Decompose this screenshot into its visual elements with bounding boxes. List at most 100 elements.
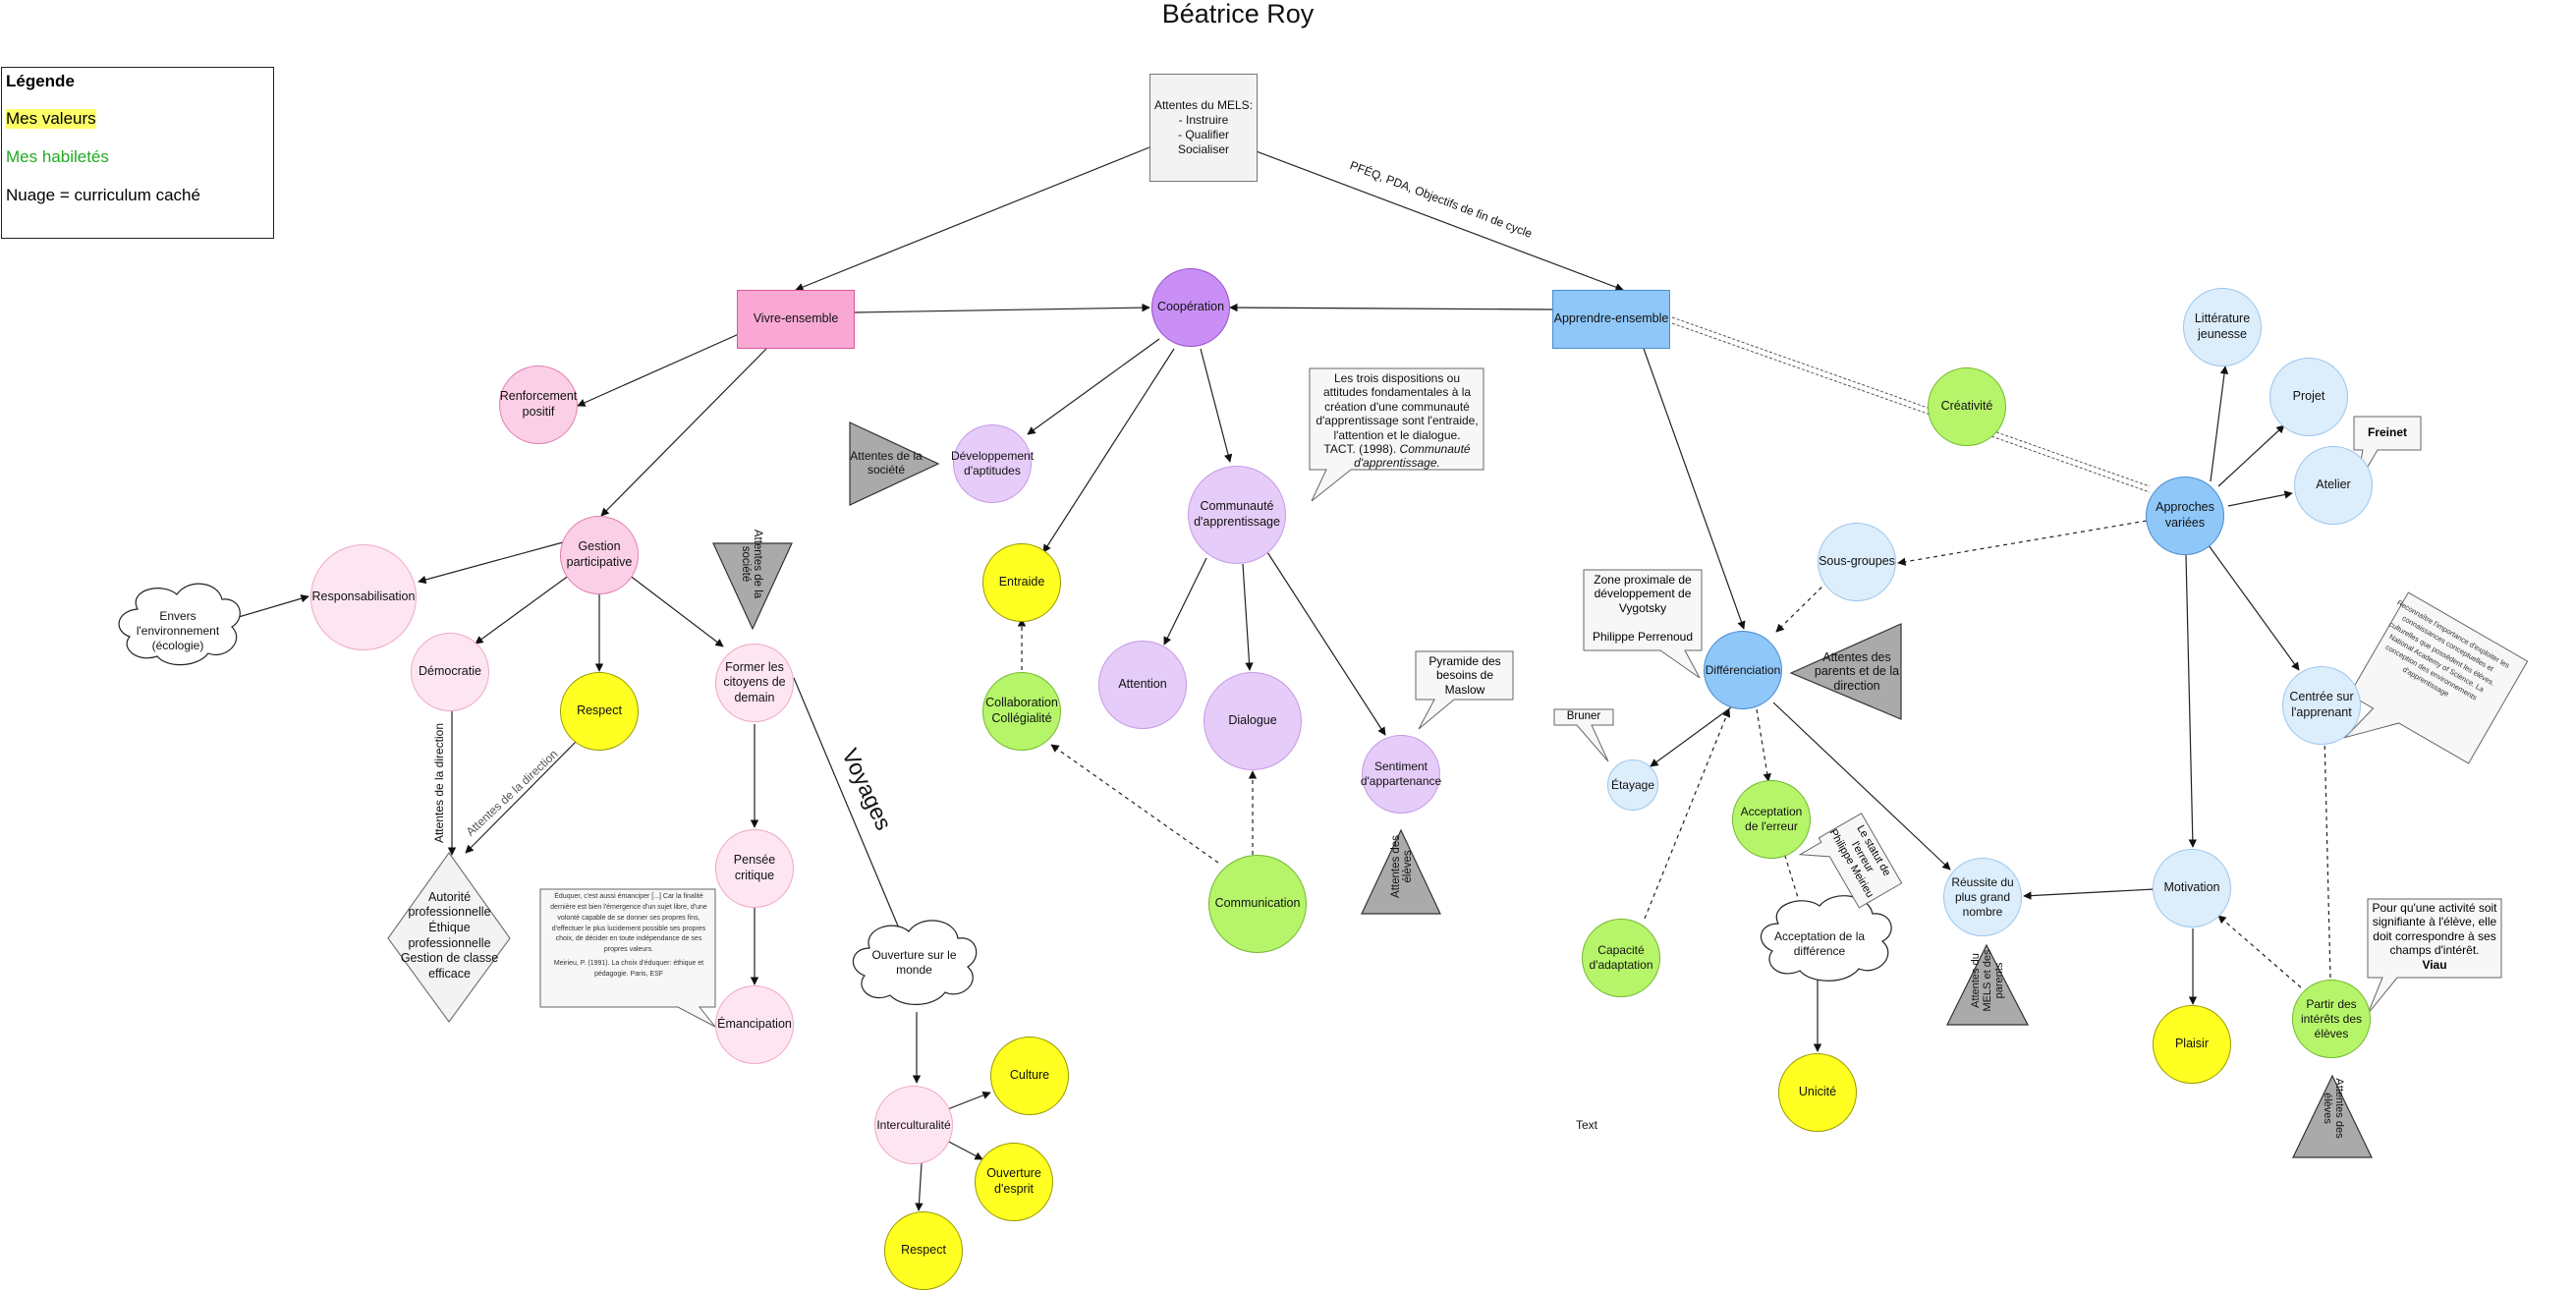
centree-node[interactable]: Centrée sur l'apprenant <box>2282 666 2361 745</box>
pensee-node[interactable]: Pensée critique <box>715 829 794 908</box>
triangle-attentes-eleves-1 <box>1361 828 1441 915</box>
callout-freinet: Freinet <box>2367 425 2407 439</box>
legend-cloud: Nuage = curriculum caché <box>6 186 200 204</box>
edge-mels-apprendre <box>1245 146 1624 292</box>
emancipation-node[interactable]: Émancipation <box>715 985 794 1064</box>
approches-node[interactable]: Approches variées <box>2146 477 2224 555</box>
edge-cooperation-communaute <box>1200 348 1233 463</box>
edge-gestion-responsabilisation <box>418 541 564 585</box>
responsabilisation-node[interactable]: Responsabilisation <box>310 544 417 650</box>
capacite-node[interactable]: Capacité d'adaptation <box>1582 919 1660 997</box>
atelier-node[interactable]: Atelier <box>2294 446 2373 525</box>
page-title: Béatrice Roy <box>1161 0 1315 29</box>
callout-maslow-shape <box>1415 650 1514 730</box>
projet-node[interactable]: Projet <box>2269 358 2348 436</box>
edge-capacite-differenciation <box>1644 708 1731 920</box>
edge-cooperation-dev <box>1027 338 1160 435</box>
reussite-node[interactable]: Réussite du plus grand nombre <box>1943 858 2022 936</box>
sous-groupes-node[interactable]: Sous-groupes <box>1818 523 1896 601</box>
acceptation-difference-node[interactable]: Acceptation de la différence <box>1773 929 1866 958</box>
edge-differenciation-etayage <box>1650 706 1732 767</box>
edge-vivre-renforcement <box>577 333 740 407</box>
autorite-node[interactable]: Autorité professionnelle Éthique profess… <box>400 889 499 981</box>
triangle-attentes-societe-1 <box>849 421 940 506</box>
callout-dispositions-italic: Communauté d'apprentissage. <box>1354 441 1471 471</box>
callout-vygotsky: Zone proximale de développement de Vygot… <box>1592 573 1694 644</box>
callout-dispositions: Les trois dispositions ou attitudes fond… <box>1313 371 1482 471</box>
edge-communaute-dialogue <box>1242 563 1254 671</box>
differenciation-node[interactable]: Différenciation <box>1704 631 1782 709</box>
label-attentes-societe-1: Attentes de la société <box>850 449 923 477</box>
legend-skills: Mes habiletés <box>6 147 109 166</box>
citoyens-node[interactable]: Former les citoyens de demain <box>715 644 794 722</box>
edge-apprendre-approches-b <box>1671 322 2151 493</box>
apprendre-ensemble-box[interactable]: Apprendre-ensemble <box>1552 290 1670 349</box>
dialogue-node[interactable]: Dialogue <box>1204 672 1302 770</box>
edge-gestion-citoyens <box>628 574 724 647</box>
partir-node[interactable]: Partir des intérêts des élèves <box>2292 980 2371 1058</box>
mels-box[interactable]: Attentes du MELS: - Instruire - Qualifie… <box>1149 74 1258 182</box>
litterature-node[interactable]: Littérature jeunesse <box>2183 288 2262 366</box>
unicite-node[interactable]: Unicité <box>1778 1053 1857 1132</box>
gestion-node[interactable]: Gestion participative <box>560 516 639 594</box>
ouverture-monde-node[interactable]: Ouverture sur le monde <box>871 948 957 977</box>
etayage-node[interactable]: Étayage <box>1607 759 1658 811</box>
vivre-ensemble-box[interactable]: Vivre-ensemble <box>737 290 855 349</box>
edge-approches-motivation <box>2185 554 2198 848</box>
motivation-node[interactable]: Motivation <box>2153 849 2231 927</box>
label-attentes-mels-parents: Attentes du MELS et des parents <box>1970 949 2005 1012</box>
callout-meirieu-quote: Éduquer, c'est aussi émanciper [...] Car… <box>550 893 707 954</box>
edge-interculturalite-respect <box>915 1162 924 1211</box>
entraide-node[interactable]: Entraide <box>982 543 1061 622</box>
triangle-attentes-societe-2 <box>712 542 793 631</box>
environnement-node[interactable]: Envers l'environnement (écologie) <box>136 608 220 652</box>
attention-node[interactable]: Attention <box>1098 641 1187 729</box>
edge-communaute-sentiment <box>1266 551 1386 736</box>
edge-approches-projet <box>2217 424 2285 487</box>
callout-meirieu-shape <box>539 888 716 1028</box>
label-attentes-eleves-2: Attentes des élèves <box>2322 1078 2345 1139</box>
ouverture-esprit-node[interactable]: Ouverture d'esprit <box>975 1143 1053 1221</box>
edge-cooperation-entraide <box>1042 348 1175 553</box>
autorite-diamond-shape <box>387 851 511 1024</box>
legend-title: Légende <box>6 72 75 90</box>
acceptation-erreur-node[interactable]: Acceptation de l'erreur <box>1732 780 1811 859</box>
edge-differenciation-acceptation <box>1756 708 1771 782</box>
edge-interculturalite-culture <box>944 1091 991 1111</box>
callout-bruner-shape <box>1553 708 1614 762</box>
callout-viau-author: Viau <box>2422 957 2447 972</box>
triangle-attentes-parents <box>1789 623 1902 720</box>
edge-communaute-attention <box>1163 557 1207 646</box>
legend-values: Mes valeurs <box>6 109 96 129</box>
cloud-environnement <box>118 583 241 666</box>
culture-node[interactable]: Culture <box>990 1037 1069 1115</box>
communaute-node[interactable]: Communauté d'apprentissage <box>1188 466 1286 564</box>
text-label: Text <box>1575 1117 1597 1132</box>
cooperation-node[interactable]: Coopération <box>1151 268 1230 347</box>
democratie-node[interactable]: Démocratie <box>411 633 489 711</box>
triangle-attentes-mels-parents <box>1946 943 2029 1026</box>
cloud-acceptation-difference <box>1761 895 1892 982</box>
plaisir-node[interactable]: Plaisir <box>2153 1005 2231 1084</box>
renforcement-node[interactable]: Renforcement positif <box>499 365 578 444</box>
communication-node[interactable]: Communication <box>1208 855 1307 953</box>
edge-apprendre-differenciation <box>1642 345 1746 630</box>
sentiment-node[interactable]: Sentiment d'appartenance <box>1361 735 1441 814</box>
respect-node-2[interactable]: Respect <box>884 1211 963 1290</box>
callout-meirieu-ref: Meirieu, P. (1991). La choix d'éduquer: … <box>553 960 704 978</box>
creativite-node[interactable]: Créativité <box>1928 367 2006 446</box>
callout-dispositions-text: Les trois dispositions ou attitudes fond… <box>1316 371 1479 456</box>
edge-citoyens-ouverture <box>793 677 903 936</box>
edge-communication-collaboration <box>1050 744 1219 864</box>
callout-viau: Pour qu'une activité soit signifiante à … <box>2370 901 2499 972</box>
respect-node-1[interactable]: Respect <box>560 672 639 751</box>
legend-box: Légende Mes valeurs Mes habiletés Nuage … <box>1 67 274 239</box>
edge-vivre-cooperation <box>854 303 1150 313</box>
dev-aptitudes-node[interactable]: Développement d'aptitudes <box>951 424 1034 503</box>
interculturalite-node[interactable]: Interculturalité <box>874 1086 953 1164</box>
edge-approches-atelier <box>2227 490 2293 507</box>
label-attentes-societe-2: Attentes de la société <box>740 529 763 599</box>
callout-maslow: Pyramide des besoins de Maslow <box>1428 654 1501 697</box>
edge-label-attentes-direction-1: Attentes de la direction <box>432 722 447 844</box>
collaboration-node[interactable]: Collaboration Collégialité <box>982 672 1061 751</box>
